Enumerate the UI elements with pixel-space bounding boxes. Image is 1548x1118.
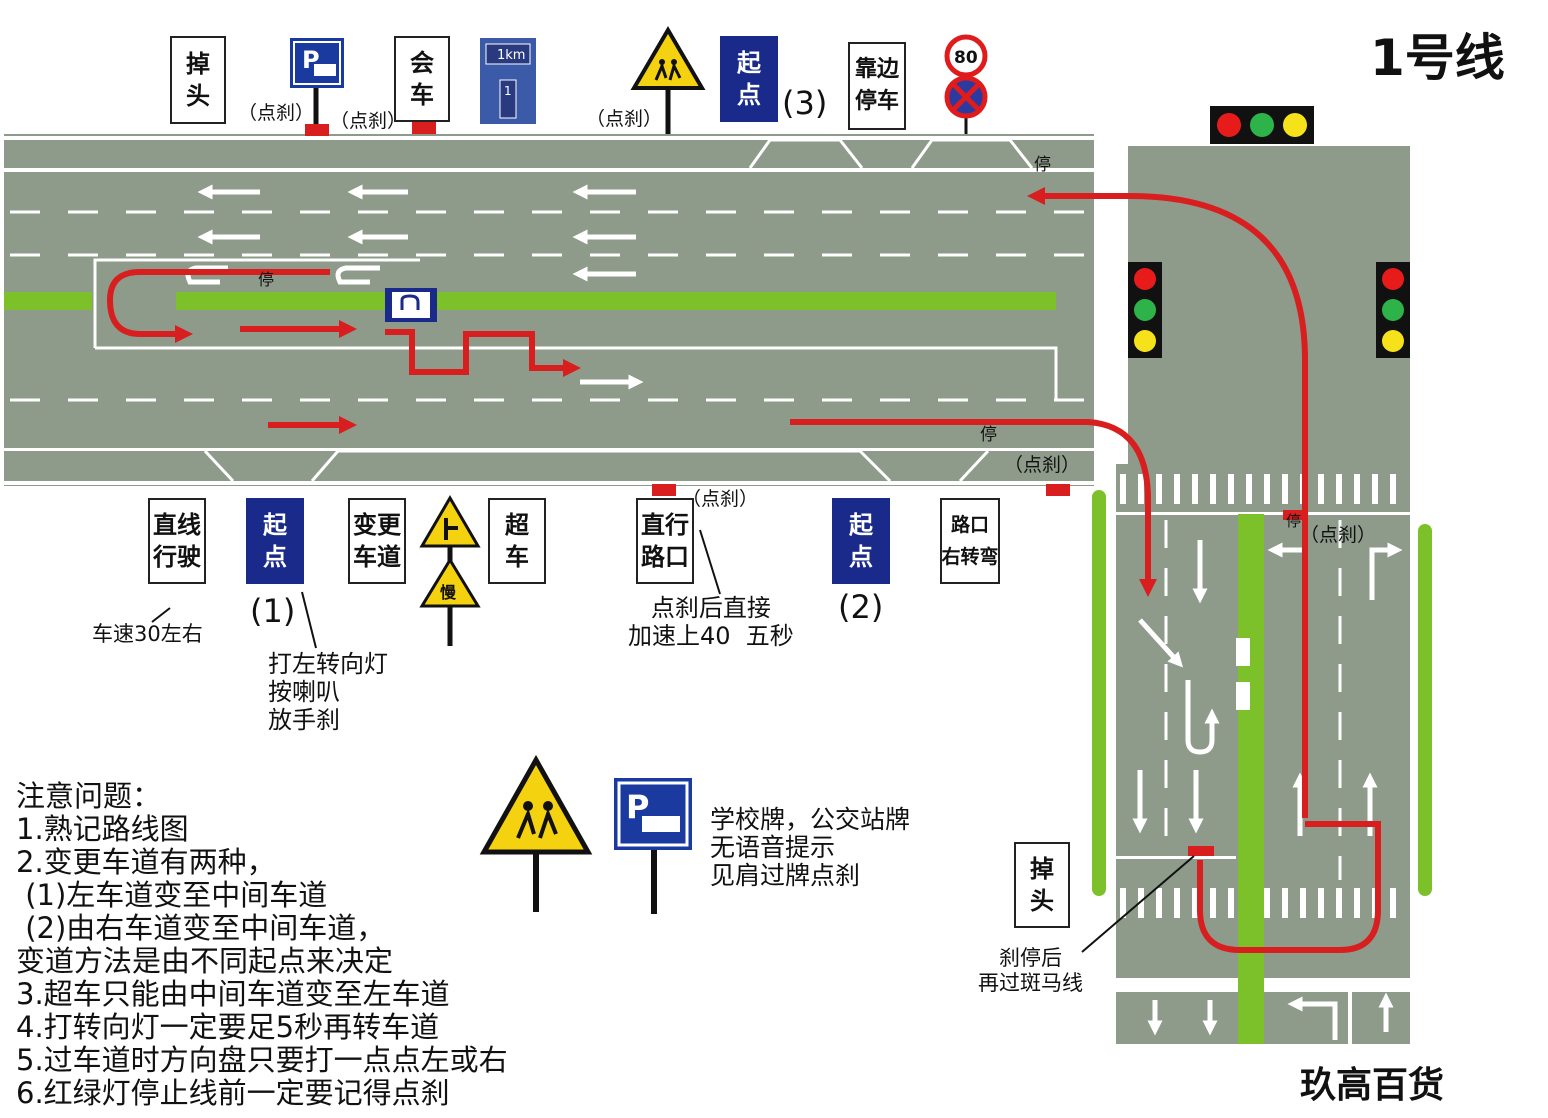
straight-drive-sign: 直线 行驶 (148, 498, 206, 584)
uturn-sign-top: 掉 头 (170, 36, 226, 124)
stop-label-1: 停 (258, 270, 275, 289)
stop-label-4: 停 (1286, 512, 1302, 530)
u-turn-road-sign (385, 288, 437, 322)
note-line: 2.变更车道有两种， (16, 845, 276, 879)
right-turn-sign: 路口 右转弯 (940, 498, 1000, 584)
speed-limit-sign: 80 (944, 34, 988, 134)
leader-lines (151, 529, 1195, 953)
stop-label-3: 停 (980, 425, 997, 445)
brake-label-1: （点刹） (238, 102, 315, 124)
brake-label-4: （点刹） (682, 488, 759, 510)
route (106, 187, 1381, 953)
bus-parking-sign-top: P (290, 38, 344, 124)
brake-label-3: （点刹） (586, 108, 663, 130)
brake-label-6: （点刹） (1300, 524, 1377, 546)
attention-notes: 注意问题： 1.熟记路线图 2.变更车道有两种， (1)左车道变至中间车道 (2… (16, 780, 508, 1110)
start1-note: 打左转向灯 按喇叭 放手刹 (268, 650, 388, 734)
traffic-light-top (1210, 106, 1314, 144)
start-point-sign-2: 起 点 (832, 498, 890, 584)
note-line: 注意问题： (16, 779, 162, 813)
note-line: (1)左车道变至中间车道 (16, 878, 328, 912)
zebra-note: 刹停后 再过斑马线 (978, 946, 1083, 995)
note-line: 5.过车道时方向盘只要打一点点左或右 (16, 1043, 508, 1077)
brake-label-2: （点刹） (330, 110, 407, 132)
main-road (4, 134, 1113, 486)
stop-label-2: 停 (1034, 155, 1051, 175)
start-point-sign-3: 起 点 (720, 36, 778, 122)
uturn-sign-right: 掉 头 (1014, 842, 1070, 928)
note-line: 4.打转向灯一定要足5秒再转车道 (16, 1010, 440, 1044)
svg-text:80: 80 (954, 48, 978, 68)
brake-label-5: （点刹） (1004, 454, 1081, 476)
start-point-sign-1: 起 点 (246, 498, 304, 584)
intersection-note: 点刹后直接 加速上40 五秒 (628, 594, 794, 650)
note-line: 3.超车只能由中间车道变至左车道 (16, 977, 450, 1011)
speed-note: 车速30左右 (92, 622, 203, 646)
start-number-2: (2) (838, 588, 884, 626)
intersection-sign: 直行 路口 (636, 498, 694, 584)
pullover-sign: 靠边 停车 (848, 42, 906, 130)
svg-text:慢: 慢 (440, 583, 457, 602)
route-title: 1号线 (1370, 29, 1505, 87)
lane-change-sign: 变更 车道 (348, 498, 406, 584)
store-name: 玖高百货 (1300, 1065, 1445, 1106)
svg-text:1km: 1km (497, 48, 525, 63)
note-line: (2)由右车道变至中间车道， (16, 911, 386, 945)
meet-sign-top: 会 车 (394, 36, 450, 122)
junction-warning-sign: 慢 (419, 495, 481, 646)
traffic-light-right (1376, 262, 1410, 358)
brake-markers (305, 122, 1307, 856)
traffic-light-left (1128, 262, 1162, 358)
school-warning-sign-top (630, 26, 706, 134)
note-line: 6.红绿灯停止线前一定要记得点刹 (16, 1076, 450, 1110)
start-number-1: (1) (250, 592, 296, 630)
start-number-3: (3) (782, 84, 828, 122)
svg-text:1: 1 (504, 84, 512, 98)
overtake-sign: 超 车 (488, 498, 546, 584)
distance-sign: 1km 1 (480, 38, 536, 124)
note-line: 变道方法是由不同起点来决定 (16, 944, 394, 978)
note-line: 1.熟记路线图 (16, 812, 189, 846)
bus-parking-sign-large: P (614, 778, 692, 914)
school-warning-sign-large (479, 754, 593, 912)
school-bus-note: 学校牌，公交站牌 无语音提示 见肩过牌点刹 (710, 805, 911, 890)
